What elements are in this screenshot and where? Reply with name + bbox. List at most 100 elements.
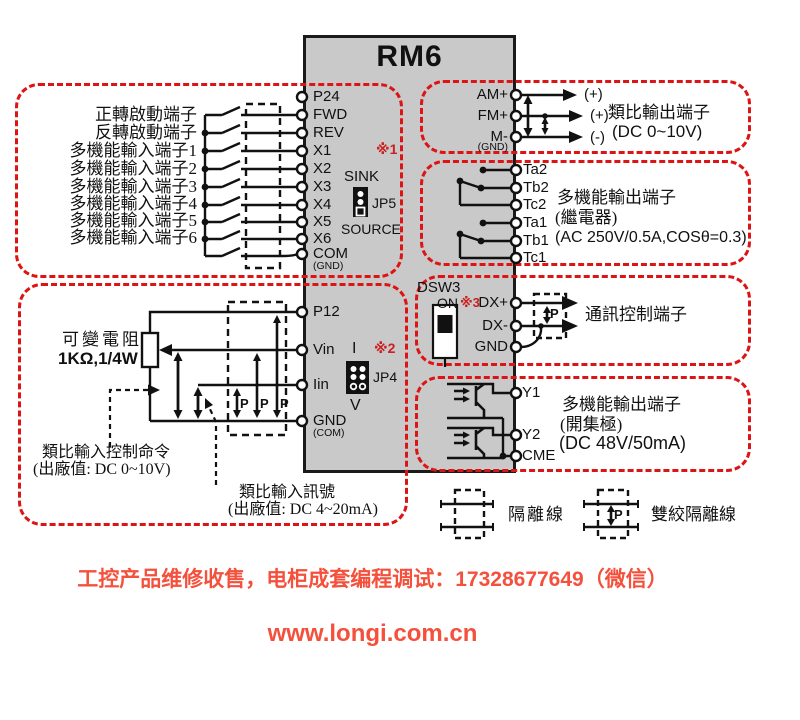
input-label-x6: 多機能輸入端子6: [69, 228, 198, 247]
footer-contact-text: 工控产品维修收售，电柜成套编程调试：17328677649（微信）: [77, 568, 668, 591]
comm-pair-label: P: [550, 306, 559, 321]
terminal-label-iin: Iin: [313, 376, 329, 393]
jp5-jumper: [353, 187, 368, 217]
shield-box-analog: [226, 300, 288, 437]
terminal-label-ta2: Ta2: [523, 161, 548, 178]
jp4-i-label: I: [352, 340, 357, 357]
terminal-label-gnd: GND: [313, 412, 347, 429]
terminal-label-tb1: Tb1: [523, 232, 549, 249]
note-1: ※1: [376, 141, 398, 157]
terminal-label-x3: X3: [313, 178, 332, 195]
pair-label-1: P: [240, 396, 249, 411]
pot-spec: 1KΩ,1/4W: [58, 349, 138, 368]
oc-rating: (DC 48V/50mA): [559, 433, 687, 453]
jp5-name-label: JP5: [372, 195, 397, 211]
region-analog-inputs: [18, 283, 408, 526]
comm-arrowheads: [538, 296, 578, 333]
legend-twisted-label: 雙絞隔離線: [651, 505, 736, 524]
region-analog-outputs: [420, 80, 751, 154]
note-3: ※3: [460, 295, 480, 310]
jp4-jumper: [346, 361, 369, 394]
terminal-label-dxm: DX-: [482, 317, 508, 334]
legend-pair-label: P: [614, 507, 623, 522]
shield-box-digital: [244, 102, 282, 270]
cmd-pointer: [108, 388, 149, 447]
input-label-x5: 多機能輸入端子5: [69, 211, 198, 230]
legend-twisted-symbol: [583, 488, 639, 540]
terminal-label-fwd: FWD: [313, 106, 348, 123]
region-open-collector: [415, 376, 751, 472]
polarity-plus-2: (+): [590, 107, 609, 124]
note-2: ※2: [374, 340, 396, 356]
terminal-label-m: M-: [490, 128, 509, 145]
region-digital-inputs: [15, 83, 403, 278]
legend-shield-label: 隔離線: [508, 505, 565, 524]
polarity-plus-1: (+): [584, 86, 603, 103]
pair-label-2: P: [260, 396, 269, 411]
region-comm-terminals: [415, 275, 751, 366]
terminal-label-y1: Y1: [522, 384, 541, 401]
input-label-x3: 多機能輸入端子3: [69, 177, 198, 196]
input-label-x2: 多機能輸入端子2: [69, 159, 198, 178]
terminal-label-tc2: Tc2: [523, 196, 547, 213]
relay-output-type: (繼電器): [555, 208, 618, 227]
comm-wiring: [520, 292, 568, 349]
terminal-label-gnd-sub: (COM): [313, 427, 345, 439]
analog-output-title: 類比輸出端子: [608, 103, 710, 122]
open-collector-wiring: [447, 382, 511, 460]
open-collector-arrowheads: [463, 387, 507, 460]
terminal-label-gnd2: GND: [474, 338, 508, 355]
terminal-label-p24: P24: [313, 88, 340, 105]
analog-sig-label: 類比輸入訊號: [239, 484, 336, 501]
terminal-label-x2: X2: [313, 160, 332, 177]
legend-arrowheads: [607, 505, 615, 526]
input-label-x1: 多機能輸入端子1: [69, 141, 198, 160]
analog-output-range: (DC 0~10V): [612, 122, 703, 141]
legend-shield-symbol: [440, 488, 494, 540]
jp4-v-label: V: [350, 397, 361, 414]
terminal-label-fm: FM+: [477, 107, 508, 124]
terminal-label-cme: CME: [522, 447, 556, 464]
analog-sig-default: (出廠值: DC 4~20mA): [228, 501, 378, 518]
dsw3-on-label: ON: [437, 295, 458, 311]
rm6-title: RM6: [376, 40, 443, 73]
footer-url: www.longi.com.cn: [267, 620, 478, 647]
terminal-label-p12: P12: [313, 303, 340, 320]
dsw3-dip-switch: [431, 303, 459, 367]
oc-type: (開集極): [560, 415, 623, 434]
terminal-label-m-sub: (GND): [477, 141, 508, 153]
sig-pointer: [208, 406, 218, 485]
dsw3-label: DSW3: [417, 279, 461, 296]
oc-title: 多機能輸出端子: [562, 395, 681, 414]
digital-input-junction-dots: [201, 129, 209, 243]
analog-cmd-default: (出廠值: DC 0~10V): [33, 461, 171, 478]
terminal-label-x1: X1: [313, 142, 332, 159]
input-label-fwd: 正轉啟動端子: [95, 105, 197, 124]
analog-input-arrowheads: [148, 315, 281, 419]
terminal-label-tb2: Tb2: [523, 179, 549, 196]
relay-contact-dots: [456, 166, 487, 245]
terminal-label-com-sub: (GND): [313, 260, 344, 272]
terminal-label-y2: Y2: [522, 426, 541, 443]
analog-cmd-label: 類比輸入控制命令: [42, 444, 171, 461]
comm-title: 通訊控制端子: [585, 305, 687, 324]
analog-input-wiring: [108, 300, 297, 485]
terminal-label-x5: X5: [313, 213, 332, 230]
jp4-name-label: JP4: [373, 369, 398, 385]
twisted-pair-box-comm: [532, 292, 568, 340]
terminal-label-vin: Vin: [313, 341, 335, 358]
input-label-x4: 多機能輸入端子4: [69, 194, 198, 213]
polarity-minus: (-): [590, 129, 605, 146]
terminal-label-com: COM: [313, 245, 348, 262]
rm6-controller-block: [303, 35, 516, 473]
pot-label: 可變電阻: [62, 330, 142, 349]
pair-label-3: P: [280, 396, 289, 411]
input-label-rev: 反轉啟動端子: [95, 123, 197, 142]
terminal-label-tc1: Tc1: [523, 249, 547, 266]
region-relay-outputs: [420, 160, 751, 266]
jp5-sink-label: SINK: [344, 168, 380, 185]
terminal-label-x4: X4: [313, 196, 332, 213]
terminal-label-am: AM+: [476, 86, 508, 103]
relay-output-rating: (AC 250V/0.5A,COSθ=0.3): [555, 229, 747, 246]
